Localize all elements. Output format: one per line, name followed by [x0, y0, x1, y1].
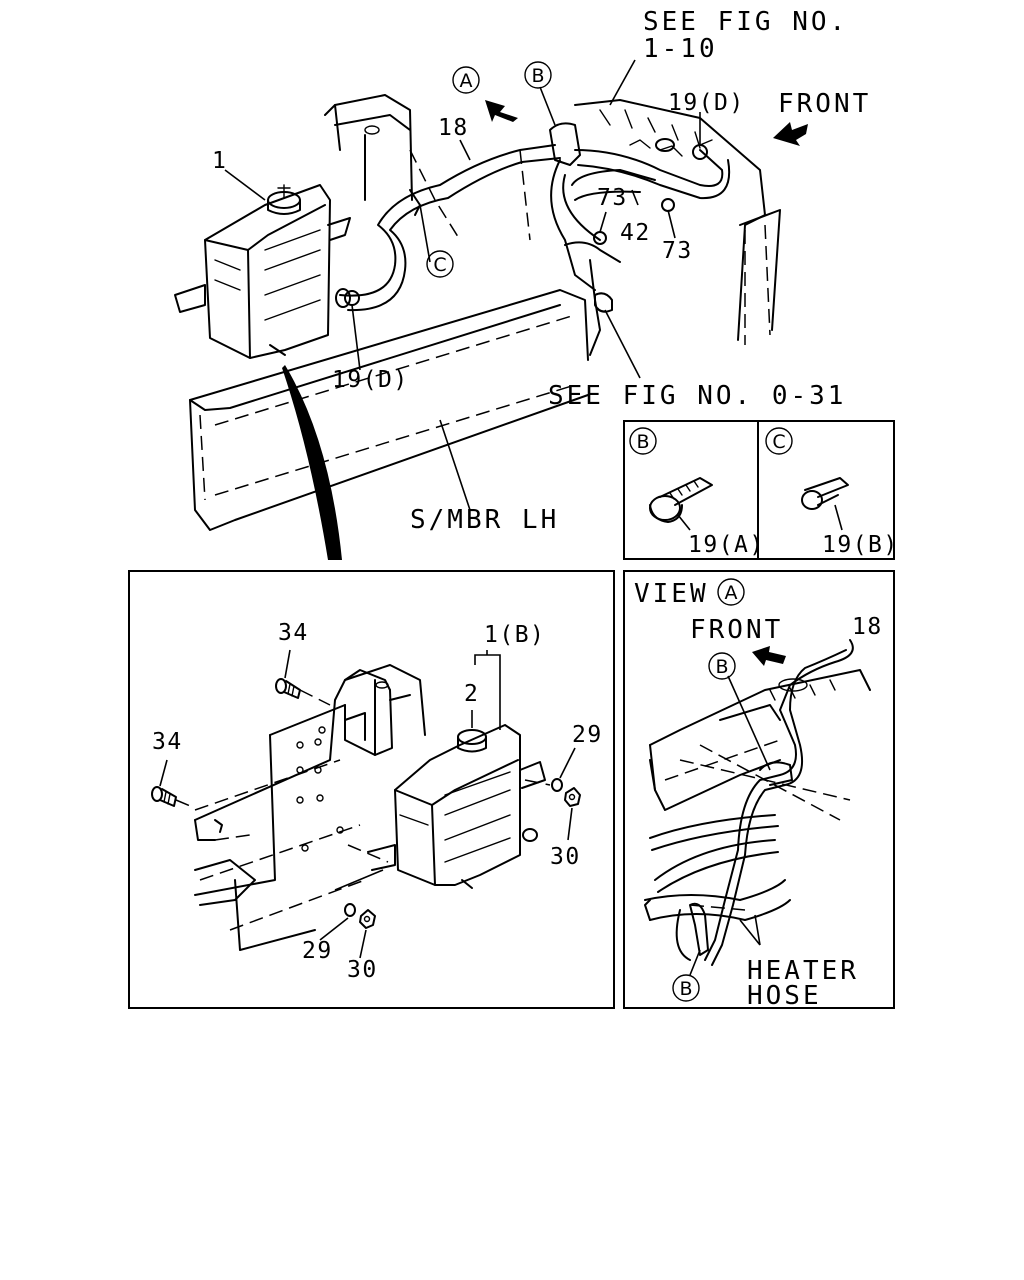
part-30-right: 30 — [550, 844, 581, 870]
part-19d-lower: 19(D) — [332, 367, 409, 393]
part-73-right: 73 — [662, 238, 693, 264]
bolt-34-lower-icon — [151, 786, 177, 807]
clamp-19d-lower-icon — [344, 290, 360, 306]
part-30-bottom: 30 — [347, 957, 378, 983]
tank-mounting-detail: 34 34 1(B) 2 29 30 29 30 — [128, 570, 615, 1009]
part-1-label: 1 — [212, 148, 227, 174]
circle-b-label: B — [524, 61, 552, 89]
washer-29-bottom-icon — [344, 903, 356, 917]
filler-neck — [549, 122, 731, 313]
frame-label: S/MBR LH — [410, 505, 559, 535]
svg-text:C: C — [772, 431, 785, 453]
part-73-left: 73 — [597, 185, 628, 211]
front-view-label: FRONT — [690, 615, 783, 645]
heater-hose-line1: HEATER — [747, 956, 859, 986]
front-arrow-icon — [773, 122, 808, 146]
detail-b: B 19(A) — [629, 427, 765, 558]
spring-clamp-icon — [801, 477, 849, 510]
svg-text:B: B — [679, 978, 692, 1000]
part-19b-label: 19(B) — [822, 532, 899, 558]
view-a-arrow-icon — [485, 100, 518, 122]
circle-a-label: A — [452, 66, 480, 94]
part-18-view: 18 — [852, 614, 883, 640]
frame-member — [189, 289, 589, 531]
heater-hoses — [644, 814, 791, 961]
see-fig-top-line1: SEE FIG NO. — [643, 7, 848, 37]
part-18-label: 18 — [438, 115, 469, 141]
washer-29-right-icon — [551, 778, 563, 792]
frame-rail-detail — [194, 664, 426, 951]
mounting-post — [324, 94, 531, 241]
see-fig-bottom: SEE FIG NO. 0-31 — [548, 381, 846, 411]
overflow-hose — [335, 144, 561, 312]
radiator — [574, 99, 781, 356]
detail-c: C 19(B) — [765, 427, 899, 558]
nut-30-right-icon — [564, 787, 581, 807]
front-view-arrow-icon — [752, 646, 786, 666]
reservoir-tank-detail — [367, 724, 546, 889]
see-fig-top-line2: 1-10 — [643, 34, 718, 64]
band-clamp-icon — [649, 477, 713, 523]
part-2-label: 2 — [464, 681, 479, 707]
reservoir-tank — [174, 184, 351, 359]
view-a-title: VIEW A — [634, 578, 745, 609]
radiator-top-view — [649, 669, 871, 821]
part-34-upper: 34 — [278, 620, 309, 646]
part-1b-label: 1(B) — [484, 622, 545, 648]
part-34-lower: 34 — [152, 729, 183, 755]
clamp-19d-upper-icon — [692, 139, 713, 160]
main-assembly-view: A B C SEE FIG NO. 1-10 FRONT 19(D) 18 1 … — [174, 7, 871, 560]
view-a-detail: VIEW A FRONT 18 — [623, 570, 895, 1011]
hose-18-view — [689, 639, 854, 966]
svg-text:B: B — [715, 656, 728, 678]
svg-text:VIEW: VIEW — [634, 579, 709, 609]
svg-text:A: A — [725, 582, 738, 604]
detail-b-c-panel: B 19(A) C 19(B) — [623, 420, 899, 560]
svg-text:B: B — [531, 65, 544, 87]
clamp-73-right-icon — [661, 198, 675, 212]
svg-text:C: C — [433, 254, 446, 276]
detail-pointer — [282, 365, 342, 560]
view-b-upper-label: B — [708, 652, 736, 680]
bolt-34-upper-icon — [275, 678, 301, 699]
heater-hose-line2: HOSE — [747, 981, 822, 1011]
view-b-lower-label: B — [672, 974, 700, 1002]
svg-text:A: A — [460, 70, 473, 92]
front-label: FRONT — [778, 89, 871, 119]
part-19a-label: 19(A) — [688, 532, 765, 558]
circle-c-label: C — [426, 250, 454, 278]
part-29-right: 29 — [572, 722, 603, 748]
part-19d-upper: 19(D) — [668, 90, 745, 116]
nut-30-bottom-icon — [359, 909, 376, 929]
part-42-label: 42 — [620, 220, 651, 246]
svg-text:B: B — [636, 431, 649, 453]
part-29-bottom: 29 — [302, 938, 333, 964]
